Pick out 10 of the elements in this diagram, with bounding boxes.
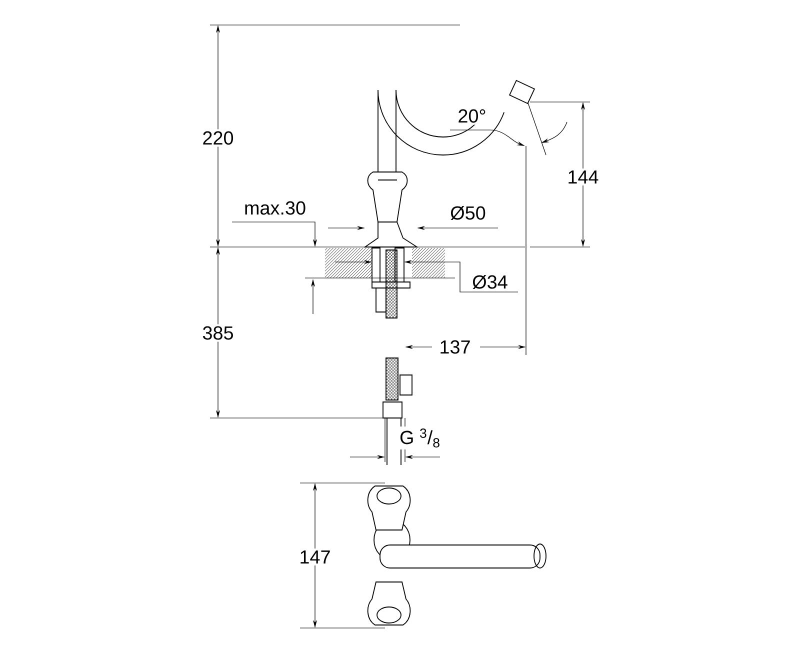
dimension-label: 137 [437, 338, 473, 356]
dimension-label: Ø50 [448, 204, 488, 222]
dimension-label: 147 [297, 548, 333, 566]
dimension-label: 385 [200, 324, 236, 342]
dimension-label: max.30 [242, 199, 308, 217]
dimension-label: G $^{3}$/$_{8}$ [398, 426, 442, 450]
dimension-label: 20° [456, 107, 488, 125]
dimension-label: 144 [565, 168, 601, 186]
dimension-label: 220 [200, 129, 236, 147]
dimension-label: Ø34 [470, 272, 510, 292]
